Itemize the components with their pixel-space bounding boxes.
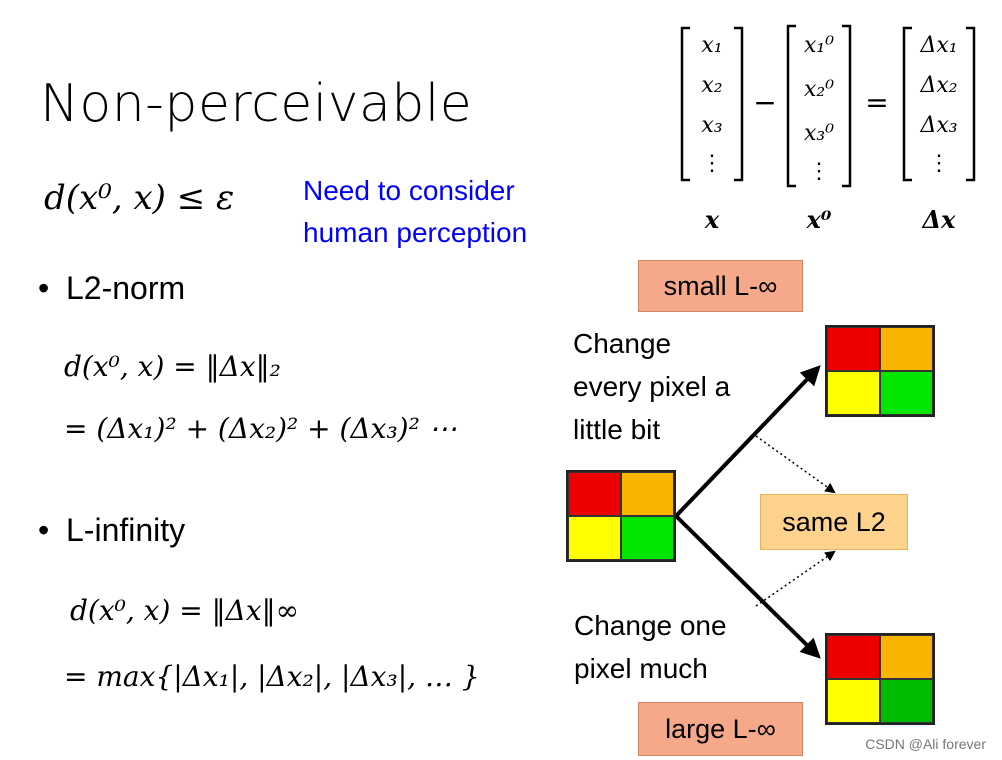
x-entry-3: x₃	[701, 113, 722, 138]
pixel-orange	[880, 635, 933, 679]
bullet-dot-icon: •	[38, 270, 50, 306]
label-x0: x⁰	[806, 205, 832, 234]
original-image-grid	[566, 470, 676, 562]
label-x: x	[704, 205, 720, 234]
callout-line: Change	[573, 328, 672, 359]
equals-sign: =	[865, 86, 888, 119]
pixel-green	[621, 516, 674, 560]
pixel-orange	[880, 327, 933, 371]
note-line-2: human perception	[303, 217, 528, 248]
pixel-yellow	[827, 679, 880, 723]
pixel-red	[827, 327, 880, 371]
same-l2-box: same L2	[760, 494, 908, 550]
pixel-orange	[621, 472, 674, 516]
l2-equation-line-1: d(x⁰, x) = ‖Δx‖₂	[64, 350, 281, 383]
callout-change-one-pixel: Change one pixel much	[574, 604, 727, 690]
large-linf-box: large L-∞	[638, 702, 803, 756]
l2-equation-line-2: = (Δx₁)² + (Δx₂)² + (Δx₃)² ⋯	[64, 412, 457, 445]
x0-entry-2: x₂⁰	[804, 77, 834, 102]
callout-line: pixel much	[574, 653, 708, 684]
bullet-l-infinity: • L-infinity	[38, 512, 185, 549]
bullet-label: L-infinity	[66, 512, 186, 548]
dotted-arrow-top	[755, 435, 836, 494]
bracket-dx	[902, 26, 976, 182]
callout-line: Change one	[574, 610, 727, 641]
bullet-dot-icon: •	[38, 512, 50, 548]
bullet-l2-norm: • L2-norm	[38, 270, 185, 307]
linf-equation-line-1: d(x⁰, x) = ‖Δx‖∞	[70, 594, 299, 627]
x0-entry-4: ⋮	[808, 159, 830, 184]
pixel-red	[568, 472, 621, 516]
pixel-dark-green	[880, 679, 933, 723]
callout-change-every-pixel: Change every pixel a little bit	[573, 322, 730, 451]
x0-entry-1: x₁⁰	[804, 33, 834, 58]
arrow-to-bottom-image	[674, 514, 821, 659]
x-entry-4: ⋮	[701, 151, 723, 176]
x-entry-2: x₂	[701, 73, 722, 98]
one-pixel-changed-grid	[825, 633, 935, 725]
pixel-red	[827, 635, 880, 679]
vector-difference-diagram: x₁ x₂ x₃ ⋮ x₁⁰ x₂⁰ x₃⁰ ⋮ Δx₁ Δx₂ Δx₃ ⋮ −…	[680, 24, 976, 234]
slide-title: Non-perceivable	[40, 74, 473, 134]
pixel-yellow	[568, 516, 621, 560]
note-line-1: Need to consider	[303, 175, 515, 206]
bullet-label: L2-norm	[66, 270, 186, 306]
dx-entry-4: ⋮	[928, 151, 950, 176]
dx-entry-2: Δx₂	[919, 73, 957, 98]
minus-sign: −	[753, 86, 776, 119]
label-dx: Δx	[922, 205, 957, 234]
pixel-yellow	[827, 371, 880, 415]
small-linf-box: small L-∞	[638, 260, 803, 312]
pixel-green	[880, 371, 933, 415]
arrow-to-top-image	[674, 365, 821, 518]
distance-constraint: d(x⁰, x) ≤ ε	[44, 178, 235, 218]
dx-entry-1: Δx₁	[919, 33, 957, 58]
callout-line: little bit	[573, 414, 661, 445]
watermark: CSDN @Ali forever	[865, 736, 986, 752]
linf-equation-line-2: = max{|Δx₁|, |Δx₂|, |Δx₃|, … }	[64, 660, 480, 693]
bracket-x0	[786, 24, 852, 188]
x-entry-1: x₁	[701, 33, 722, 58]
every-pixel-changed-grid	[825, 325, 935, 417]
x0-entry-3: x₃⁰	[804, 121, 834, 146]
dx-entry-3: Δx₃	[919, 113, 957, 138]
perception-note: Need to consider human perception	[303, 170, 527, 254]
callout-line: every pixel a	[573, 371, 731, 402]
dotted-arrow-bottom	[755, 550, 836, 607]
bracket-x	[680, 26, 744, 182]
